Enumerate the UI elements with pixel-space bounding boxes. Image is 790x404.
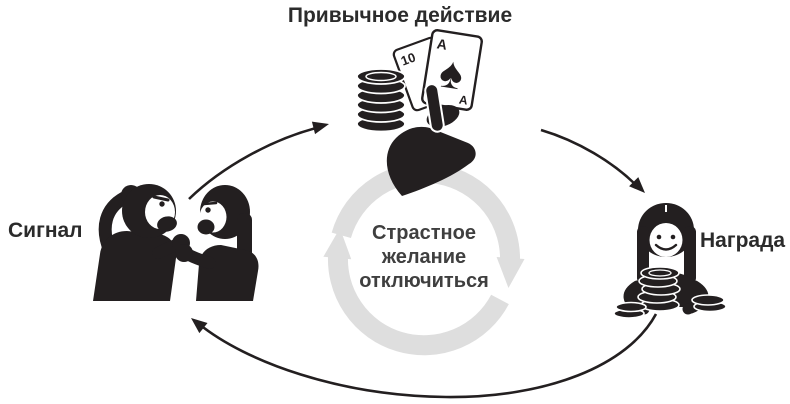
reward-woman-eye-left	[656, 234, 662, 240]
poker-chip	[615, 301, 647, 313]
craving-line-2: желание	[381, 246, 467, 268]
reward-woman-eye-right	[670, 234, 676, 240]
arrow-cue-to-routine	[188, 121, 329, 200]
craving-line-1: Страстное	[372, 222, 476, 244]
winnings-chip-stack-main	[637, 266, 681, 312]
craving-label: Страстное желание отключиться	[359, 221, 489, 293]
arguing-man-figure	[93, 184, 190, 301]
woman-forward-fist	[175, 244, 193, 262]
poker-chip	[691, 294, 725, 306]
man-open-mouth	[157, 216, 177, 232]
card-10-rank: 10	[399, 49, 418, 68]
arrow-reward-to-cue	[191, 313, 658, 399]
cycle-arrowhead-right	[496, 257, 525, 288]
arrowhead-icon	[191, 318, 208, 334]
man-eye	[159, 201, 165, 207]
woman-torso	[196, 245, 259, 301]
reward-woman-hair-lock-right	[684, 226, 696, 284]
poker-chip	[640, 266, 680, 280]
winnings-chip-stack-left	[613, 301, 647, 319]
arguing-woman-figure	[175, 185, 259, 301]
reward-woman-face	[649, 223, 683, 257]
arrowhead-icon	[311, 121, 329, 135]
arrow-routine-to-reward	[540, 128, 645, 193]
winnings-chip-stack-right	[691, 294, 727, 313]
cue-arguing-couple-icon	[93, 184, 259, 301]
woman-eyebrow	[202, 201, 218, 206]
man-torso	[93, 231, 177, 301]
woman-open-mouth	[197, 219, 215, 235]
reward-woman-smile	[654, 243, 678, 251]
reward-woman-coins-icon	[613, 203, 727, 319]
card-ace-rank-bottom: A	[458, 93, 469, 108]
poker-chip-stack-icon	[356, 68, 406, 133]
arrow-routine-to-reward-line	[540, 128, 638, 187]
poker-chip-inner-ring	[365, 71, 397, 82]
cycle-bottom-arc	[327, 250, 509, 356]
poker-chip-inner-ring	[648, 269, 672, 277]
cue-label: Сигнал	[8, 219, 83, 242]
hand-palm	[386, 126, 476, 196]
reward-woman-hand-right	[682, 303, 694, 315]
poker-chip	[356, 68, 406, 85]
woman-eye	[205, 207, 211, 213]
cycle-arrowhead-left	[323, 228, 352, 260]
card-ace-rank-top: A	[436, 35, 449, 52]
hand-thumb	[424, 83, 445, 133]
man-eyebrow	[152, 195, 170, 202]
routine-cards-hand-icon: 10 A ♠ A	[356, 29, 483, 196]
arrow-reward-to-cue-line	[198, 313, 658, 399]
routine-title-label: Привычное действие	[287, 4, 513, 27]
craving-line-3: отключиться	[359, 270, 489, 292]
reward-label: Награда	[700, 229, 786, 252]
arrowhead-icon	[629, 177, 645, 193]
arrow-cue-to-routine-line	[188, 125, 321, 200]
